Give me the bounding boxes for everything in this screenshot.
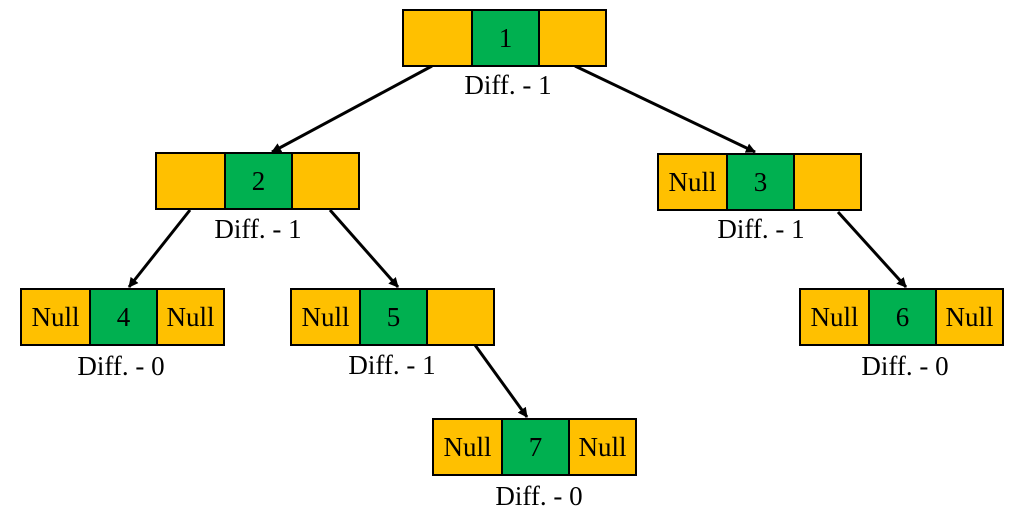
node-5-diff-label: Diff. - 1	[348, 350, 436, 380]
left-pointer-cell: Null	[434, 420, 501, 474]
tree-node-2: 2	[155, 152, 360, 210]
right-pointer-cell	[793, 155, 860, 209]
left-pointer-cell: Null	[801, 290, 868, 344]
left-pointer-cell: Null	[659, 155, 726, 209]
node-value-cell: 6	[868, 290, 935, 344]
right-pointer-cell: Null	[568, 420, 635, 474]
left-pointer-cell	[404, 11, 471, 65]
left-pointer-cell	[157, 154, 224, 208]
node-value-cell: 3	[726, 155, 793, 209]
node-value-cell: 5	[359, 290, 426, 344]
node-1-diff-label: Diff. - 1	[464, 70, 552, 100]
node-value-cell: 4	[89, 290, 156, 344]
edge-1-3	[574, 64, 756, 154]
edge-5-7	[473, 344, 529, 418]
tree-node-3: Null 3	[657, 153, 862, 211]
node-7-diff-label: Diff. - 0	[495, 481, 583, 511]
right-pointer-cell	[426, 290, 493, 344]
node-value-cell: 2	[224, 154, 291, 208]
right-pointer-cell: Null	[935, 290, 1002, 344]
tree-node-5: Null 5	[290, 288, 495, 346]
tree-node-6: Null 6 Null	[799, 288, 1004, 346]
left-pointer-cell: Null	[22, 290, 89, 344]
left-pointer-cell: Null	[292, 290, 359, 344]
edge-2-4	[127, 209, 192, 288]
right-pointer-cell: Null	[156, 290, 223, 344]
node-value-cell: 7	[501, 420, 568, 474]
right-pointer-cell	[538, 11, 605, 65]
right-pointer-cell	[291, 154, 358, 208]
tree-node-1: 1	[402, 9, 607, 67]
edge-1-2	[271, 64, 433, 154]
node-4-diff-label: Diff. - 0	[77, 351, 165, 381]
tree-node-4: Null 4 Null	[20, 288, 225, 346]
edge-2-5	[328, 209, 400, 288]
node-3-diff-label: Diff. - 1	[717, 214, 805, 244]
tree-node-7: Null 7 Null	[432, 418, 637, 476]
node-value-cell: 1	[471, 11, 538, 65]
edge-3-6	[836, 210, 908, 289]
node-2-diff-label: Diff. - 1	[214, 214, 302, 244]
node-6-diff-label: Diff. - 0	[861, 351, 949, 381]
